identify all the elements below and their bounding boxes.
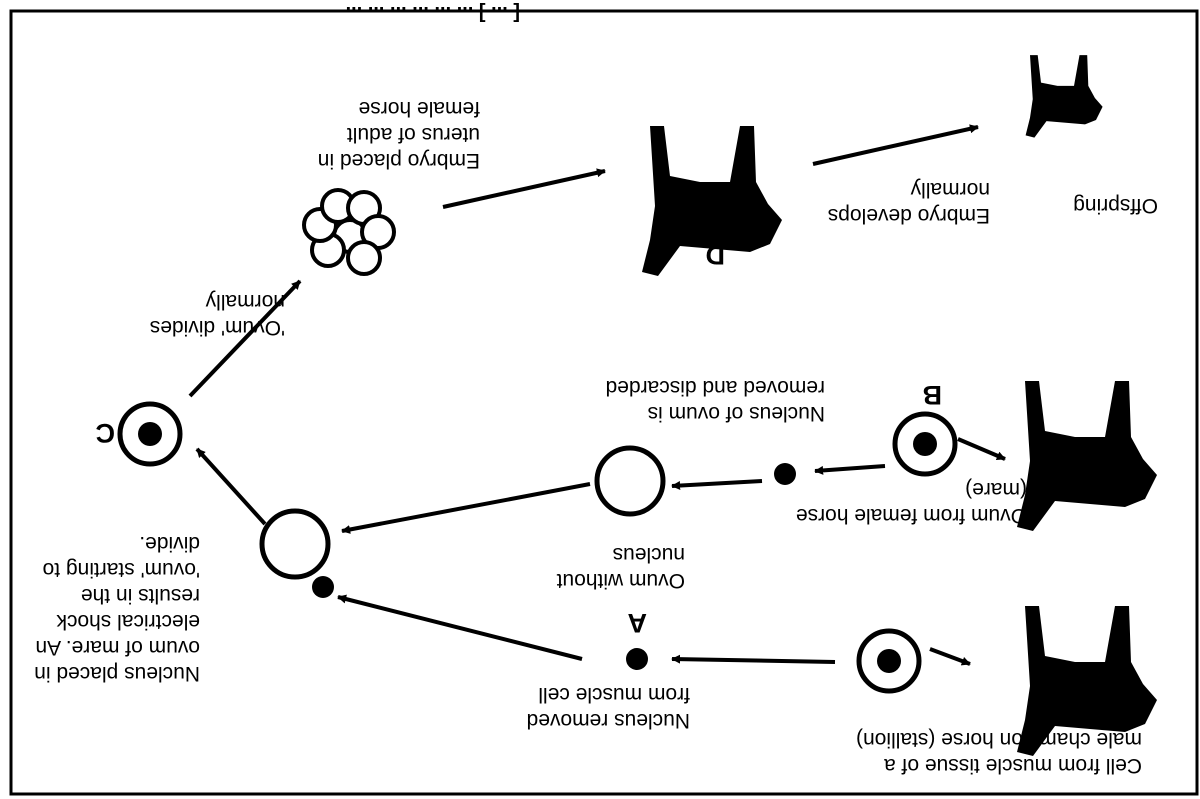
label-line: Nucleus placed in [34,662,200,685]
header-fragment: [ ... ] ... ... ... ... ... ... [346,2,520,24]
label-line: female horse [359,97,480,120]
arrow-ovum-to-fusion [341,482,591,534]
step-letter-d: D [706,240,726,270]
label-line: 'Ovum' divides [150,316,285,339]
arrow-embryo-to-surrogate [442,168,606,209]
empty-ovum-icon [594,445,666,517]
label-stallion-cell: Cell from muscle tissue of a male champi… [856,728,1142,777]
label-line: 'ovum' starting to [43,558,200,581]
label-line: Embryo develops [828,204,990,227]
dividing-cell [117,401,183,467]
label-line: normally [910,178,990,201]
label-line: Ovum from female horse [796,504,1027,527]
label-embryo-develops: Embryo develops normally [828,178,990,227]
label-line: normally [205,290,285,313]
label-line: Ovum without [556,569,685,592]
step-letter-c: C [96,418,116,448]
label-line: Nucleus of ovum is [648,402,825,425]
label-line: divide. [139,532,200,555]
arrow-nucleus-to-fusion [337,594,583,661]
embryo-cluster-icon [302,188,396,276]
label-nucleus-removed: Nucleus removed from muscle cell [527,683,690,732]
step-letter-b: B [923,380,943,410]
arrow-fusion-to-c [195,447,267,526]
label-line: (mare) [965,478,1027,501]
label-line: male champion horse (stallion) [856,728,1142,751]
step-letter-a: A [628,608,648,638]
label-line: Nucleus removed [527,709,690,732]
label-embryo-placed: Embryo placed in uterus of adult female … [318,97,480,172]
fused-ovum [259,508,334,598]
label-nucleus-placed: Nucleus placed in ovum of mare. An elect… [34,532,200,685]
arrow-to-discard [814,464,886,475]
discarded-nucleus-dot [774,463,796,485]
label-ovum-divides: 'Ovum' divides normally [150,290,285,339]
label-ovum-from-mare: Ovum from female horse (mare) [796,478,1027,527]
mare-ovum [892,411,958,477]
stallion-cell [856,628,922,694]
arrow-stallion-to-cell [929,647,971,666]
nucleus-a-dot [626,648,648,670]
arrow-mare-to-ovum [957,437,1006,461]
label-line: electrical shock [56,610,200,633]
label-line: removed and discarded [606,376,825,399]
label-line: from muscle cell [538,683,690,706]
label-line: Offspring [1073,194,1158,217]
mare-silhouette-icon [1017,381,1157,531]
arrow-c-to-embryo [188,279,302,398]
label-line: results in the [81,584,200,607]
arrow-surrogate-to-offspring [812,124,979,166]
label-offspring: Offspring [1073,194,1158,217]
arrow-to-nucleus-a [671,654,836,664]
label-nucleus-discarded: Nucleus of ovum is removed and discarded [606,376,825,425]
arrow-to-empty-ovum [671,479,763,491]
label-line: Embryo placed in [318,149,480,172]
label-line: uterus of adult [347,123,480,146]
label-line: nucleus [613,543,685,566]
label-line: Cell from muscle tissue of a [884,754,1142,777]
label-line: ovum of mare. An [35,636,200,659]
diagram-frame [9,9,1199,796]
foal-silhouette-icon [1025,55,1103,138]
label-ovum-without-nucleus: Ovum without nucleus [556,543,685,592]
